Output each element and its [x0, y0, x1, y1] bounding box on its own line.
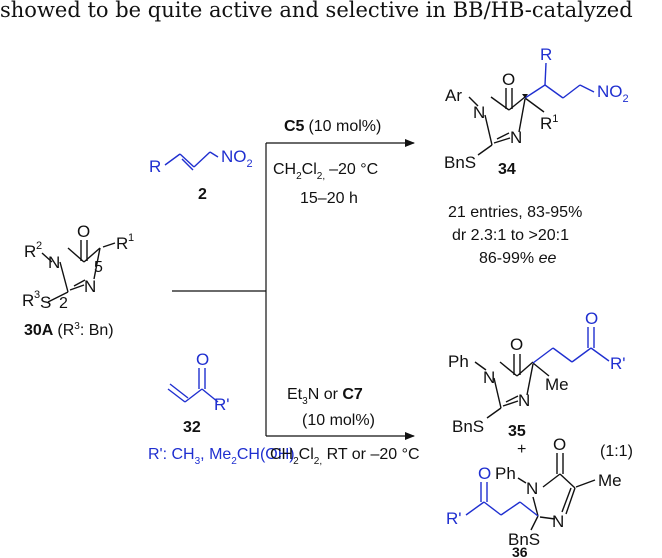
compound-label-30A: 30A(R3: Bn) — [24, 321, 114, 339]
atom-nitro: NO2 — [597, 82, 629, 105]
atom-S: S — [40, 293, 51, 312]
atom-Rprime: R' — [610, 354, 626, 373]
bottom-loading: (10 mol%) — [302, 412, 375, 429]
bottom-conditions: Et3N or C7 (10 mol%) CH2Cl2, RT or –20 °… — [270, 386, 420, 467]
atom-R1: R — [116, 234, 128, 253]
top-time: 15–20 h — [300, 190, 358, 207]
position-5: 5 — [94, 259, 103, 276]
result-entries: 21 entries, 83-95% — [448, 204, 582, 221]
header-text: showed to be quite active and selective … — [0, 0, 633, 22]
product-ratio: (1:1) — [600, 443, 633, 460]
compound-30A: O N N R 2 R 1 R 3 S 5 2 30A(R3: Bn) — [22, 222, 134, 339]
atom-N1: N — [526, 479, 538, 498]
atom-O2: O — [478, 464, 491, 483]
atom-R1-sup: 1 — [128, 232, 134, 244]
atom-O2: O — [585, 309, 598, 328]
reagent-2-R: R — [149, 157, 161, 176]
reagent-32-Rprime: R' — [214, 395, 230, 414]
atom-Ar: Ar — [445, 86, 462, 105]
result-ee: 86-99% ee — [479, 250, 556, 267]
atom-N1: N — [48, 253, 60, 272]
atom-O: O — [502, 70, 515, 89]
atom-N1: N — [483, 368, 495, 387]
atom-N2: N — [552, 512, 564, 531]
compound-35: O O Ph N N Me R' BnS 35 — [448, 309, 626, 440]
atom-O: O — [510, 335, 523, 354]
atom-O: O — [553, 435, 566, 454]
plus-sign: + — [517, 441, 526, 458]
atom-Rprime: R' — [446, 509, 462, 528]
compound-36: O O Ph N N Me R' BnS 36 — [446, 435, 622, 558]
top-conditions: C5(10 mol%) CH2Cl2,–20 °C 15–20 h — [273, 118, 381, 207]
atom-Ph: Ph — [495, 464, 516, 483]
atom-Me: Me — [598, 471, 622, 490]
atom-Ph: Ph — [448, 352, 469, 371]
reagent-2-nitro: NO2 — [221, 147, 253, 170]
atom-R1: R1 — [540, 113, 558, 133]
atom-Me: Me — [545, 375, 569, 394]
reagent-2: R NO2 2 — [149, 147, 253, 203]
top-catalyst: C5(10 mol%) — [284, 118, 381, 135]
atom-R3: R — [22, 291, 34, 310]
atom-N1: N — [473, 103, 485, 122]
atom-N2: N — [510, 128, 522, 147]
reagent-32-O: O — [196, 350, 209, 369]
atom-BnS: BnS — [508, 530, 540, 549]
atom-BnS: BnS — [444, 153, 476, 172]
reagent-32-label: 32 — [183, 419, 201, 436]
atom-O: O — [77, 222, 90, 241]
compound-label-36: 36 — [512, 544, 528, 558]
position-2: 2 — [59, 295, 68, 312]
compound-label-35: 35 — [508, 423, 526, 440]
atom-R2: R — [24, 242, 36, 261]
rprime-definition: R': CH3, Me2CH(OH) — [148, 446, 295, 467]
reagent-2-label: 2 — [198, 186, 207, 203]
result-dr: dr 2.3:1 to >20:1 — [452, 227, 569, 244]
atom-BnS: BnS — [452, 417, 484, 436]
compound-label-34: 34 — [498, 161, 516, 178]
atom-N2: N — [518, 391, 530, 410]
reaction-arrows — [172, 139, 415, 440]
reagent-32: O R' 32 R': CH3, Me2CH(OH) — [148, 350, 295, 467]
atom-N2: N — [84, 277, 96, 296]
atom-R2-sup: 2 — [36, 240, 42, 252]
atom-R: R — [540, 45, 552, 64]
compound-34: O Ar N N R R1 NO2 BnS 34 21 entries, 83-… — [444, 45, 629, 267]
bottom-solvent-temp: CH2Cl2, RT or –20 °C — [270, 446, 420, 467]
atom-R3-sup: 3 — [34, 289, 40, 301]
top-solvent-temp: CH2Cl2,–20 °C — [273, 161, 378, 182]
bottom-base-catalyst: Et3N or C7 — [287, 386, 363, 407]
